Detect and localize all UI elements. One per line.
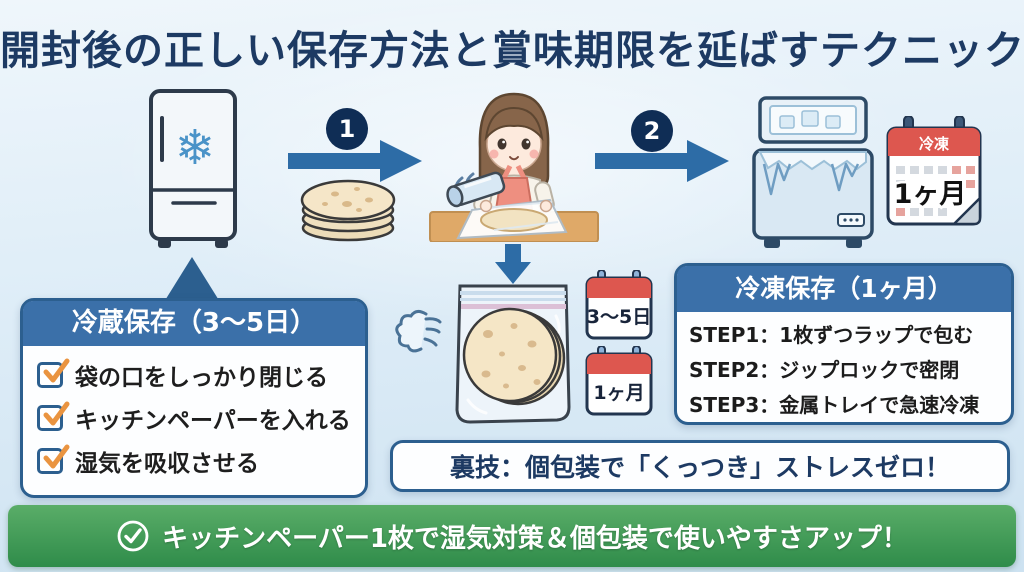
refrigerator-icon: ❄ [149, 89, 237, 248]
step-2-badge: 2 [631, 110, 673, 152]
pointer-up-triangle [164, 257, 220, 302]
frozen-month-calendar-icon: 1ヶ月 [585, 346, 653, 416]
checkbox-icon [37, 358, 70, 388]
arrow-right-2-icon [595, 140, 729, 182]
girl-wrapping-illustration [429, 92, 599, 242]
step-line: STEP3：金属トレイで急速冷凍 [689, 393, 980, 417]
list-item: 湿気を吸収させる [37, 444, 355, 478]
tip-box: 裏技：個包装で「くっつき」ストレスゼロ！ [390, 440, 1010, 492]
tip-text: 裏技：個包装で「くっつき」ストレスゼロ！ [449, 453, 950, 482]
step-line: STEP2：ジップロックで密閉 [689, 358, 960, 382]
checklist-item-label: 湿気を吸収させる [75, 451, 259, 477]
refrigerated-days-calendar-icon: 3〜5日 [585, 270, 653, 340]
refrigerated-days-label: 3〜5日 [587, 306, 651, 328]
freezer-calendar-icon: 冷凍 1ヶ月 [886, 116, 982, 226]
footer-summary-text: キッチンペーパー1枚で湿気対策＆個包装で使いやすさアップ！ [162, 523, 908, 554]
checklist-item-label: キッチンペーパーを入れる [75, 408, 351, 434]
checkbox-icon [37, 401, 70, 431]
snowflake-icon: ❄ [175, 120, 215, 176]
freezer-calendar-value: 1ヶ月 [894, 179, 967, 210]
list-item: 袋の口をしっかり閉じる [37, 358, 355, 392]
freezer-calendar-header: 冷凍 [919, 135, 950, 153]
arrow-down-icon [495, 244, 531, 284]
frozen-steps-list: STEP1：1枚ずつラップで包む STEP2：ジップロックで密閉 STEP3：金… [677, 312, 1011, 429]
arrow-right-1-icon [288, 140, 422, 182]
frozen-month-label: 1ヶ月 [593, 382, 644, 404]
chest-freezer-icon [752, 96, 874, 248]
footer-summary-bar: キッチンペーパー1枚で湿気対策＆個包装で使いやすさアップ！ [8, 505, 1016, 567]
refrigerated-storage-panel: 冷蔵保存（3〜5日） 袋の口をしっかり閉じる キッチンペーパーを入れる 湿気を吸… [20, 298, 368, 498]
checklist-item-label: 袋の口をしっかり閉じる [75, 365, 328, 391]
tortilla-stack-icon [300, 179, 396, 242]
step-1-badge: 1 [326, 108, 368, 150]
ziplock-bag-icon [455, 284, 571, 424]
refrigerated-storage-header: 冷蔵保存（3〜5日） [23, 301, 365, 346]
step-line: STEP1：1枚ずつラップで包む [689, 323, 974, 347]
page-title: 開封後の正しい保存方法と賞味期限を延ばすテクニック [0, 28, 1024, 74]
list-item: キッチンペーパーを入れる [37, 401, 355, 435]
check-circle-icon [117, 520, 149, 552]
frozen-storage-header: 冷凍保存（1ヶ月） [677, 266, 1011, 312]
air-puff-icon [395, 309, 442, 353]
refrigerated-checklist: 袋の口をしっかり閉じる キッチンペーパーを入れる 湿気を吸収させる [23, 346, 365, 486]
checkbox-icon [37, 444, 70, 474]
frozen-storage-panel: 冷凍保存（1ヶ月） STEP1：1枚ずつラップで包む STEP2：ジップロックで… [674, 263, 1014, 425]
